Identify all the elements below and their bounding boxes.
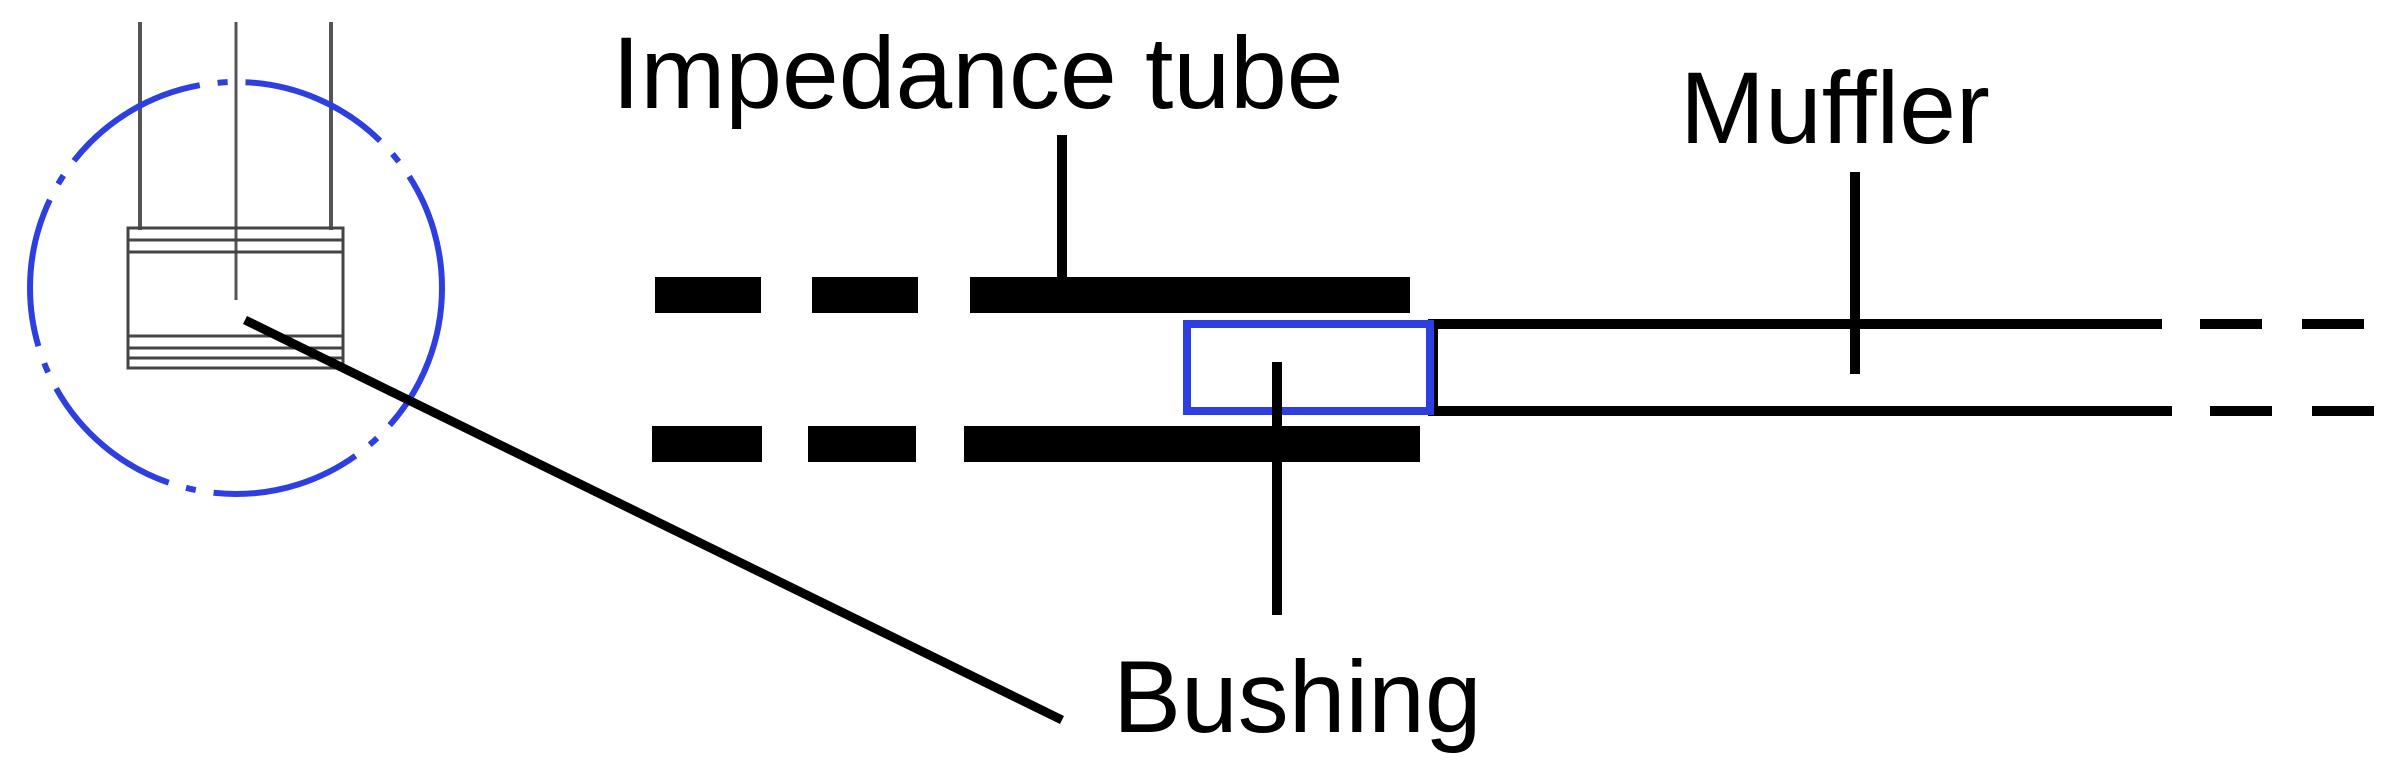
detail-to-bushing-leader <box>243 315 1064 725</box>
impedance-tube-upper-wall <box>655 277 1410 313</box>
impedance-tube <box>652 135 1420 462</box>
muffler-label: Muffler <box>1680 51 1990 165</box>
muffler <box>1428 172 2390 416</box>
detail-circle <box>27 79 445 497</box>
detail-view <box>27 22 445 497</box>
detail-bushing-part <box>126 226 345 370</box>
bushing-label: Bushing <box>1113 640 1482 754</box>
impedance-tube-lower-wall <box>652 426 1420 462</box>
bushing <box>243 315 1434 725</box>
impedance-tube-label: Impedance tube <box>612 16 1344 130</box>
bushing-rect <box>1183 320 1434 415</box>
